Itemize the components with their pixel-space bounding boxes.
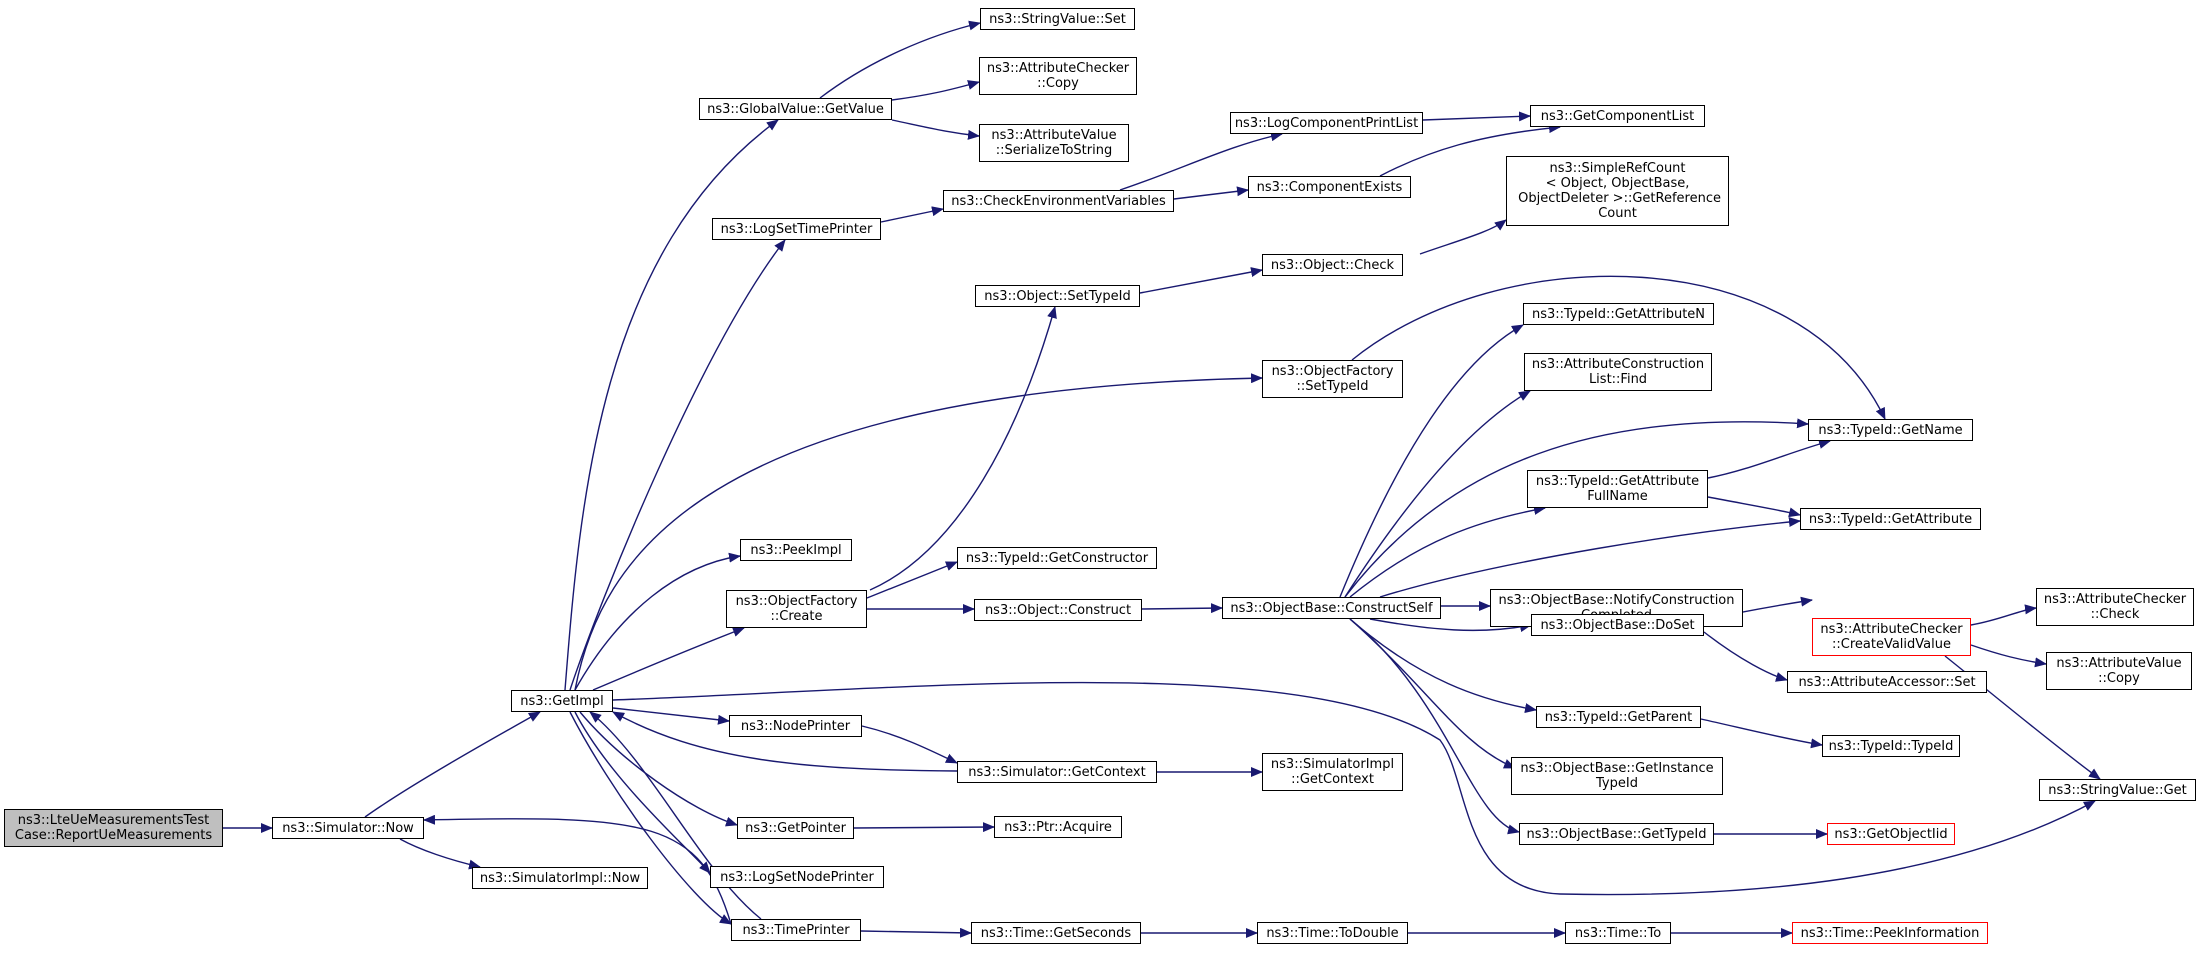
node-globalvalue-getvalue[interactable]: ns3::GlobalValue::GetValue xyxy=(699,98,892,120)
node-simulator-getcontext[interactable]: ns3::Simulator::GetContext xyxy=(957,761,1157,783)
node-root[interactable]: ns3::LteUeMeasurementsTest Case::ReportU… xyxy=(4,809,223,847)
node-getobjectiid[interactable]: ns3::GetObjectIid xyxy=(1827,823,1955,845)
node-componentexists[interactable]: ns3::ComponentExists xyxy=(1248,176,1411,198)
edge-getimpl-to-stringvalue-get xyxy=(612,681,2096,896)
node-object-settypeid[interactable]: ns3::Object::SetTypeId xyxy=(975,285,1140,307)
edge-constructself-to-typeid-getname xyxy=(1344,418,1809,598)
node-logcomponentprintlist[interactable]: ns3::LogComponentPrintList xyxy=(1230,112,1423,134)
node-object-check[interactable]: ns3::Object::Check xyxy=(1262,254,1403,276)
edge-simulator-now-to-getimpl xyxy=(364,711,541,818)
edge-typeid-getattributefullname-to-typeid-getattribute xyxy=(1707,496,1801,518)
edge-getimpl-to-timeprinter xyxy=(569,711,732,925)
edge-logcomponentprintlist-to-getcomponentlist xyxy=(1422,111,1531,122)
edge-objectfactory-settypeid-to-typeid-getname xyxy=(1351,275,1886,420)
node-getimpl[interactable]: ns3::GetImpl xyxy=(511,690,613,712)
edge-simulator-getcontext-to-getimpl xyxy=(612,711,958,772)
edge-constructself-to-objectbase-doset xyxy=(1369,618,1532,633)
node-getcomponentlist[interactable]: ns3::GetComponentList xyxy=(1530,105,1705,127)
node-attributechecker-check[interactable]: ns3::AttributeChecker ::Check xyxy=(2036,588,2194,626)
node-typeid-getattributefullname[interactable]: ns3::TypeId::GetAttribute FullName xyxy=(1527,470,1708,508)
node-objectbase-constructself[interactable]: ns3::ObjectBase::ConstructSelf xyxy=(1222,597,1441,619)
edge-nodeprinter-to-simulator-getcontext xyxy=(861,725,958,764)
node-attributeconstruction-find[interactable]: ns3::AttributeConstruction List::Find xyxy=(1524,353,1712,391)
node-getpointer[interactable]: ns3::GetPointer xyxy=(737,817,854,839)
node-simplerefcount[interactable]: ns3::SimpleRefCount < Object, ObjectBase… xyxy=(1506,156,1729,226)
edge-objectfactory-create-to-object-settypeid xyxy=(869,306,1057,591)
node-objectbase-getinstancetypeid[interactable]: ns3::ObjectBase::GetInstance TypeId xyxy=(1511,757,1723,795)
node-typeid-getattributen[interactable]: ns3::TypeId::GetAttributeN xyxy=(1523,303,1714,325)
node-typeid-getparent[interactable]: ns3::TypeId::GetParent xyxy=(1536,706,1701,728)
edge-constructself-to-attributeconstruction-find xyxy=(1344,390,1531,598)
node-simulatorimpl-now[interactable]: ns3::SimulatorImpl::Now xyxy=(472,867,648,889)
node-logsettimeprinter[interactable]: ns3::LogSetTimePrinter xyxy=(712,218,881,240)
edge-constructself-to-typeid-getattributen xyxy=(1339,324,1524,598)
edge-getimpl-to-logsetnodeprinter xyxy=(574,711,711,874)
node-attributechecker-createvalidvalue[interactable]: ns3::AttributeChecker ::CreateValidValue xyxy=(1812,618,1971,656)
node-objectbase-doset[interactable]: ns3::ObjectBase::DoSet xyxy=(1531,614,1704,636)
node-typeid-getattribute[interactable]: ns3::TypeId::GetAttribute xyxy=(1800,508,1981,530)
edge-typeid-getparent-to-typeid-typeid xyxy=(1700,718,1823,749)
node-stringvalue-set[interactable]: ns3::StringValue::Set xyxy=(980,8,1135,30)
node-attributeaccessor-set[interactable]: ns3::AttributeAccessor::Set xyxy=(1787,671,1987,693)
node-attributevalue-serialize[interactable]: ns3::AttributeValue ::SerializeToString xyxy=(979,124,1129,162)
edge-object-check-to-simplerefcount xyxy=(1419,219,1507,255)
edge-getimpl-to-globalvalue-getvalue xyxy=(564,119,779,691)
node-attributechecker-copy[interactable]: ns3::AttributeChecker ::Copy xyxy=(979,57,1137,95)
node-attributevalue-copy[interactable]: ns3::AttributeValue ::Copy xyxy=(2046,652,2192,690)
edge-simulator-now-to-simulatorimpl-now xyxy=(399,838,481,870)
node-checkenvironmentvariables[interactable]: ns3::CheckEnvironmentVariables xyxy=(943,190,1174,212)
edge-constructself-to-typeid-getparent xyxy=(1349,618,1537,713)
node-time-peekinformation[interactable]: ns3::Time::PeekInformation xyxy=(1792,922,1988,944)
edge-getimpl-to-objectfactory-settypeid xyxy=(574,373,1263,691)
node-simulator-now[interactable]: ns3::Simulator::Now xyxy=(272,817,424,839)
edge-getimpl-to-nodeprinter xyxy=(612,707,730,725)
node-objectfactory-create[interactable]: ns3::ObjectFactory ::Create xyxy=(726,590,867,628)
node-typeid-getconstructor[interactable]: ns3::TypeId::GetConstructor xyxy=(957,547,1157,569)
node-typeid-typeid[interactable]: ns3::TypeId::TypeId xyxy=(1822,735,1960,757)
edge-object-settypeid-to-object-check xyxy=(1139,267,1263,294)
edge-object-construct-to-objectbase-constructself xyxy=(1141,603,1223,614)
edge-objectbase-doset-to-attributeaccessor-set xyxy=(1703,631,1788,682)
edge-getimpl-to-logsettimeprinter xyxy=(569,239,786,691)
edge-checkenvironmentvariables-to-logcomponentprintlist xyxy=(1119,131,1283,191)
edge-globalvalue-getvalue-to-attributevalue-serialize xyxy=(891,119,980,140)
edge-objectfactory-create-to-typeid-getconstructor xyxy=(866,561,958,599)
edge-getimpl-to-getpointer xyxy=(579,711,738,827)
node-time-todouble[interactable]: ns3::Time::ToDouble xyxy=(1257,922,1408,944)
node-ptr-acquire[interactable]: ns3::Ptr::Acquire xyxy=(994,816,1122,838)
edge-createvalidvalue-to-attributechecker-check xyxy=(1970,604,2037,626)
edge-typeid-getattributefullname-to-typeid-getname xyxy=(1707,439,1831,479)
node-objectfactory-settypeid[interactable]: ns3::ObjectFactory ::SetTypeId xyxy=(1262,360,1403,398)
edge-constructself-to-typeid-getattribute xyxy=(1379,517,1801,598)
edge-getimpl-to-peekimpl xyxy=(574,552,741,691)
node-stringvalue-get[interactable]: ns3::StringValue::Get xyxy=(2039,779,2196,801)
node-timeprinter[interactable]: ns3::TimePrinter xyxy=(731,919,861,941)
edge-constructself-to-objectbase-gettypeid xyxy=(1349,618,1520,835)
node-nodeprinter[interactable]: ns3::NodePrinter xyxy=(729,715,862,737)
edge-getpointer-to-ptr-acquire xyxy=(853,822,995,833)
edge-logsettimeprinter-to-checkenvironmentvariables xyxy=(880,206,944,223)
node-objectbase-gettypeid[interactable]: ns3::ObjectBase::GetTypeId xyxy=(1519,823,1714,845)
node-logsetnodeprinter[interactable]: ns3::LogSetNodePrinter xyxy=(710,866,884,888)
node-typeid-getname[interactable]: ns3::TypeId::GetName xyxy=(1808,419,1973,441)
node-object-construct[interactable]: ns3::Object::Construct xyxy=(974,599,1142,621)
edge-constructself-to-typeid-getattributefullname xyxy=(1349,505,1546,598)
edge-checkenvironmentvariables-to-componentexists xyxy=(1173,186,1249,200)
edge-timeprinter-to-getimpl-back xyxy=(589,711,762,920)
node-simulatorimpl-getcontext[interactable]: ns3::SimulatorImpl ::GetContext xyxy=(1262,753,1403,791)
edge-globalvalue-getvalue-to-stringvalue-set xyxy=(819,20,981,99)
edge-getimpl-to-objectfactory-create xyxy=(592,627,745,691)
node-time-getseconds[interactable]: ns3::Time::GetSeconds xyxy=(971,922,1141,944)
node-peekimpl[interactable]: ns3::PeekImpl xyxy=(740,539,852,561)
edge-globalvalue-getvalue-to-attributechecker-copy xyxy=(891,80,980,101)
edge-createvalidvalue-to-attributevalue-copy xyxy=(1970,644,2047,668)
edge-componentexists-to-getcomponentlist xyxy=(1379,123,1561,177)
node-time-to[interactable]: ns3::Time::To xyxy=(1565,922,1671,944)
edge-timeprinter-to-time-getseconds xyxy=(860,927,972,938)
